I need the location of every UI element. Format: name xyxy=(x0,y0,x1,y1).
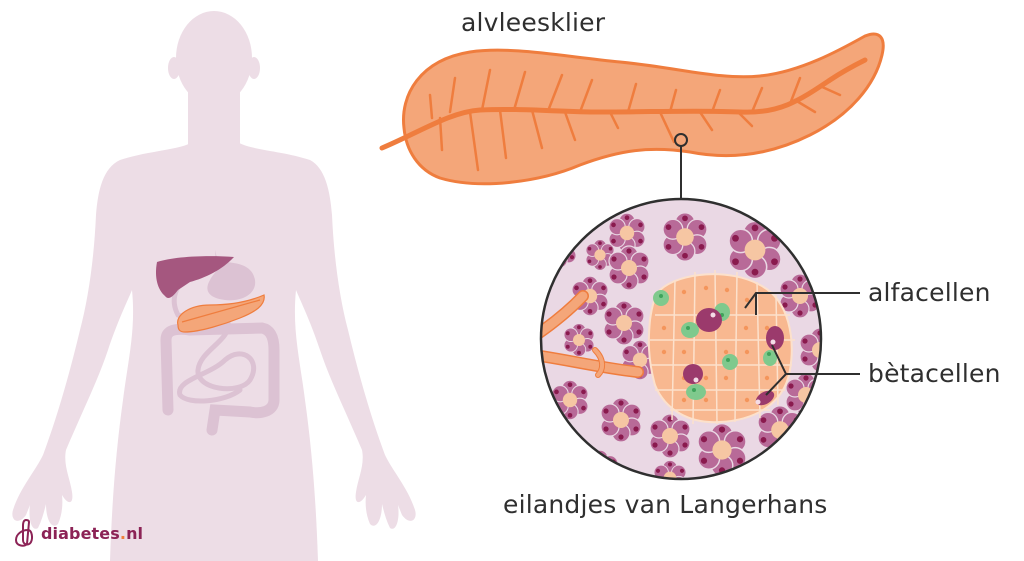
beta-leader xyxy=(765,344,860,396)
label-islets-of-langerhans: eilandjes van Langerhans xyxy=(503,490,828,519)
pancreas-large xyxy=(379,32,885,199)
magnified-islet-view xyxy=(539,197,860,481)
zoom-pointer-ring xyxy=(674,133,688,147)
alpha-leader xyxy=(744,292,860,315)
body-pancreas xyxy=(177,294,265,333)
label-alpha-cells: alfacellen xyxy=(868,278,991,307)
leader-lines xyxy=(744,292,860,396)
human-body-silhouette xyxy=(12,11,416,561)
label-pancreas: alvleesklier xyxy=(461,8,606,37)
diabetes-nl-logo: diabetes.nl xyxy=(14,518,143,548)
logo-d-icon xyxy=(14,518,33,547)
logo-text: diabetes.nl xyxy=(41,523,144,543)
liver xyxy=(155,256,234,298)
label-beta-cells: bètacellen xyxy=(868,359,1001,388)
colon xyxy=(160,322,280,436)
abdominal-organs xyxy=(155,250,280,436)
